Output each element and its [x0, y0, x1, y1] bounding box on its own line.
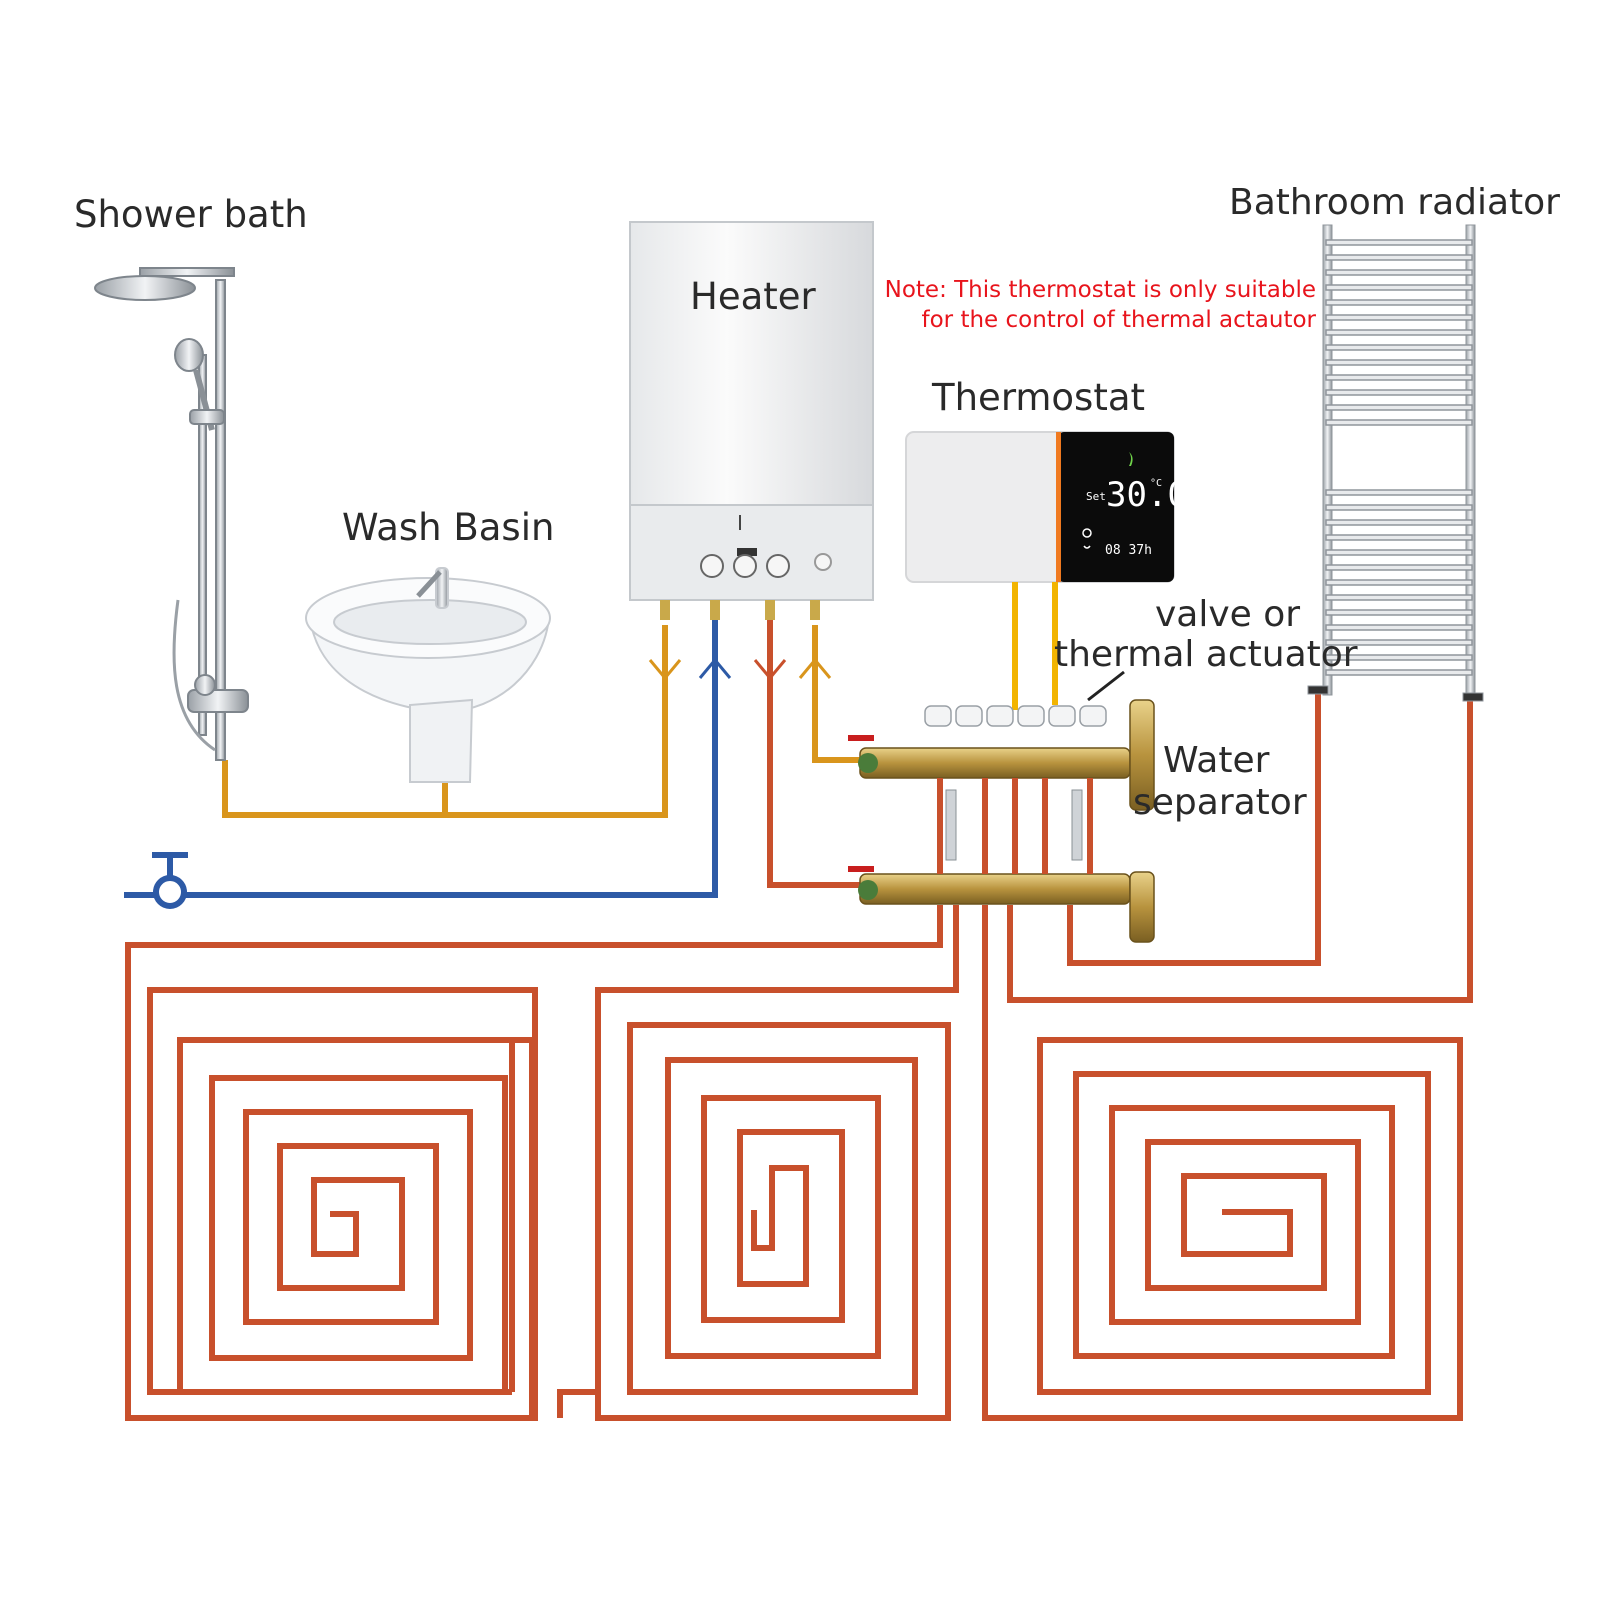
floor-loop-left	[177, 1037, 535, 1418]
radiator-rung	[1325, 329, 1473, 336]
label-valve-line-1: valve or	[1155, 594, 1301, 635]
underfloor-heating-loops	[125, 690, 1473, 1421]
radiator-rung	[1325, 639, 1473, 646]
label-heater: Heater	[690, 275, 816, 318]
radiator-rung	[1325, 374, 1473, 381]
label-water-line-2: separator	[1133, 782, 1307, 823]
radiator-rung	[1325, 299, 1473, 306]
radiator-rung	[1325, 549, 1473, 556]
flow-arrow-icon	[648, 657, 832, 681]
radiator-rung	[1325, 389, 1473, 396]
radiator-rung	[1325, 624, 1473, 631]
radiator-rung	[1325, 284, 1473, 291]
radiator-rung	[1325, 344, 1473, 351]
shower-icon	[94, 267, 249, 761]
radiator-rung	[1325, 254, 1473, 261]
wash-basin-icon	[305, 567, 551, 783]
radiator-rung	[1325, 404, 1473, 411]
radiator-rung	[1325, 669, 1473, 676]
label-shower-bath: Shower bath	[74, 193, 308, 236]
radiator-rung	[1325, 609, 1473, 616]
label-bathroom-radiator: Bathroom radiator	[1229, 182, 1560, 223]
radiator-rung	[1325, 519, 1473, 526]
radiator-rung	[1325, 504, 1473, 511]
thermostat-unit: °C	[1150, 478, 1162, 489]
radiator-rung	[1325, 239, 1473, 246]
thermostat-temperature: 30.0	[1106, 475, 1188, 515]
flame-icon	[1129, 452, 1133, 466]
towel-radiator-icon	[1307, 224, 1484, 702]
radiator-rung	[1325, 594, 1473, 601]
radiator-rung	[1325, 359, 1473, 366]
cold-water-pipe	[124, 620, 718, 898]
thermostat-wires	[1012, 582, 1058, 710]
radiator-rung	[1325, 534, 1473, 541]
radiator-rung	[1325, 564, 1473, 571]
thermostat-set-label: Set	[1086, 490, 1106, 503]
label-water-line-1: Water	[1163, 740, 1270, 781]
manifold-icon	[848, 670, 1155, 943]
label-thermostat: Thermostat	[932, 376, 1146, 419]
power-icon	[1082, 528, 1092, 538]
heat-icon	[1083, 545, 1091, 549]
thermostat-icon: Set 30.0 °C 08 37h	[905, 431, 1188, 583]
water-tap-icon	[152, 852, 188, 909]
radiator-rung	[1325, 654, 1473, 661]
heater-boiler-icon	[629, 221, 874, 620]
radiator-rung	[1325, 314, 1473, 321]
radiator-rung	[1325, 269, 1473, 276]
heating-supply-pipe	[767, 615, 870, 888]
label-wash-basin: Wash Basin	[342, 506, 555, 549]
note-line-2: for the control of thermal actautor	[921, 307, 1316, 333]
radiator-rung	[1325, 489, 1473, 496]
label-valve-line-2: thermal actuator	[1054, 634, 1358, 675]
note-line-1: Note: This thermostat is only suitable	[884, 277, 1316, 303]
radiator-rung	[1325, 579, 1473, 586]
thermostat-clock: 08 37h	[1105, 543, 1152, 558]
radiator-rung	[1325, 419, 1473, 426]
